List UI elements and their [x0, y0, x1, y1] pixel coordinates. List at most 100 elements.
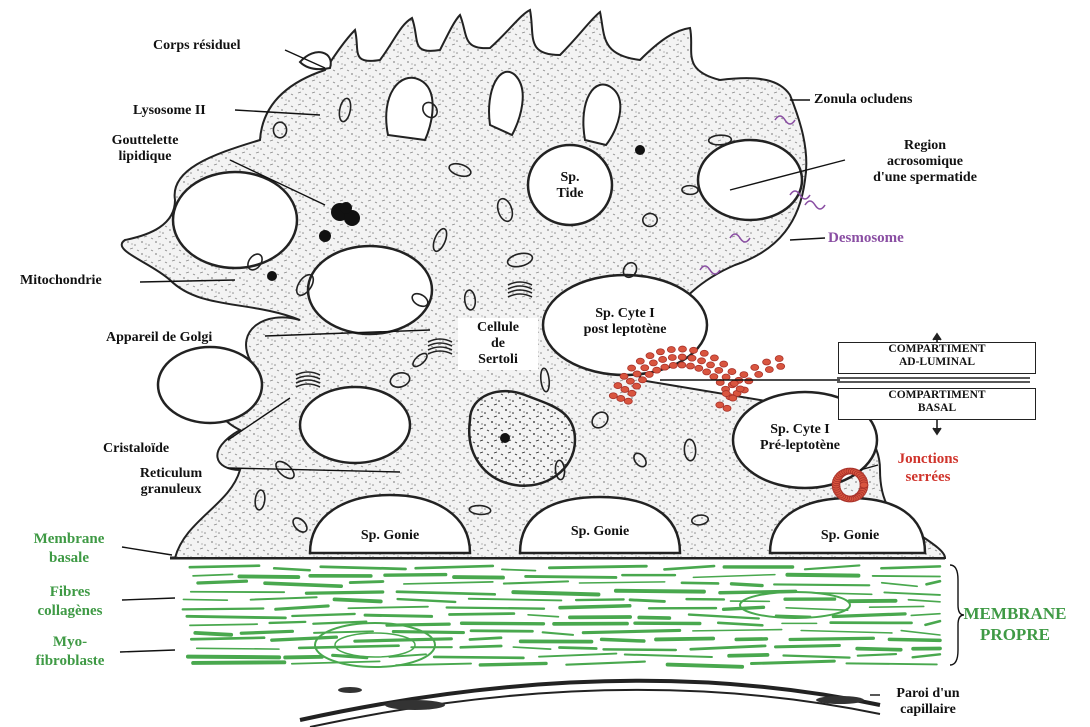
collagen-fibre [502, 569, 536, 570]
label-fibres-line1: Fibres [20, 583, 120, 602]
collagen-fibre [350, 581, 383, 582]
collagen-fibre [183, 599, 227, 600]
tight-junction-bead [729, 395, 737, 401]
label-mitochondrie: Mitochondrie [20, 273, 102, 289]
tight-junction-bead [710, 355, 718, 361]
tight-junction-bead [659, 356, 667, 362]
vacuole-4 [300, 387, 410, 463]
collagen-fibre [462, 623, 544, 624]
collagen-fibre [393, 632, 463, 633]
collagen-fibre [736, 639, 766, 640]
tight-junction-bead [695, 365, 703, 371]
collagen-fibre [682, 583, 718, 584]
collagen-fibre [241, 631, 292, 633]
label-jonctions-line1: Jonctions [878, 450, 978, 468]
tight-junction-bead [628, 365, 636, 371]
collagen-fibre [190, 624, 257, 625]
tight-junction-bead [755, 371, 763, 377]
label-paroi-line1: Paroi d'un [878, 686, 978, 702]
collagen-fibre [549, 566, 646, 568]
label-sp-cyte-post: Sp. Cyte I post leptotène [555, 306, 695, 338]
label-membrane-basale: Membrane basale [14, 530, 124, 568]
label-reticulum: Reticulum granuleux [115, 466, 227, 498]
collagen-fibre [790, 638, 873, 639]
collagen-fibre [889, 639, 940, 640]
tight-junction-bead [716, 402, 724, 408]
label-sertoli-line1: Cellule [458, 320, 538, 336]
tight-junction-bead [860, 482, 868, 488]
collagen-fibre [198, 581, 247, 583]
collagen-fibre [183, 609, 264, 610]
label-golgi: Appareil de Golgi [106, 330, 212, 346]
label-sertoli-line2: de [458, 336, 538, 352]
tight-junction-bead [667, 347, 675, 353]
tight-junction-bead [720, 361, 728, 367]
tight-junction-bead [641, 365, 649, 371]
tight-junction-bead [700, 350, 708, 356]
collagen-fibre [668, 665, 743, 667]
collagen-fibre [602, 639, 644, 641]
tight-junction-bead [777, 363, 785, 369]
label-fibres-line2: collagènes [20, 602, 120, 621]
label-region-line3: d'une spermatide [840, 170, 1010, 186]
label-jonctions-line2: serrées [878, 468, 978, 486]
tight-junction-bead [728, 369, 736, 375]
tight-junction-bead [678, 346, 686, 352]
tight-junction-bead [617, 395, 625, 401]
collagen-fibre [385, 575, 446, 576]
collagen-fibre [449, 614, 513, 615]
collagen-fibre [365, 615, 432, 616]
label-membrane-propre: MEMBRANE PROPRE [960, 603, 1070, 645]
capillary-wall [300, 681, 880, 727]
collagen-fibre [639, 617, 669, 618]
collagen-fibre [729, 655, 767, 656]
collagen-fibre [526, 576, 616, 577]
tight-junction-bead [722, 374, 730, 380]
tight-junction-bead [751, 364, 759, 370]
label-membrane-basale-line2: basale [14, 549, 124, 568]
tight-junction-bead [723, 405, 731, 411]
tight-junction-bead [668, 354, 676, 360]
tight-junction-bead [624, 398, 632, 404]
collagen-fibre [306, 592, 382, 593]
collagen-fibre [787, 575, 858, 576]
collagen-fibre [870, 606, 924, 607]
label-sp-gonie-2: Sp. Gonie [550, 524, 650, 540]
tight-junction-bead [707, 362, 715, 368]
label-gouttelette-line1: Gouttelette [90, 133, 200, 149]
collagen-fibre [188, 657, 279, 658]
tight-junction-bead [621, 386, 629, 392]
tight-junction-bead [633, 371, 641, 377]
label-sp-cyte-pre-line2: Pré-leptotène [740, 438, 860, 454]
collagen-fibre [187, 616, 285, 618]
tight-junction-bead [633, 383, 641, 389]
label-paroi-line2: capillaire [878, 702, 978, 718]
tight-junction-bead [656, 349, 664, 355]
label-region-line1: Region [840, 138, 1010, 154]
tight-junction-bead [722, 391, 730, 397]
tight-junction-bead [614, 383, 622, 389]
label-myo-line1: Myo- [20, 633, 120, 652]
collagen-fibre [334, 599, 380, 601]
tight-junction-bead [765, 367, 773, 373]
collagen-fibre [560, 606, 630, 608]
label-myofibroblaste: Myo- fibroblaste [20, 633, 120, 671]
collagen-fibre [471, 631, 532, 632]
tight-junction-bead [686, 363, 694, 369]
compartment-adluminal-line1: COMPARTIMENT [839, 343, 1035, 356]
tight-junction-bead [609, 393, 617, 399]
label-sp-tide-line2: Tide [540, 186, 600, 202]
label-region-acrosomique: Region acrosomique d'une spermatide [840, 138, 1010, 186]
collagen-fibre [454, 577, 503, 578]
label-region-line2: acrosomique [840, 154, 1010, 170]
label-zonula: Zonula ocludens [814, 92, 912, 108]
collagen-fibre [630, 600, 664, 602]
collagen-fibre [604, 649, 676, 650]
tight-junction-bead [628, 390, 636, 396]
label-sp-cyte-post-line1: Sp. Cyte I [555, 306, 695, 322]
label-cellule-sertoli: Cellule de Sertoli [458, 318, 538, 370]
tight-junction-bead [636, 358, 644, 364]
label-membrane-propre-line2: PROPRE [960, 624, 1070, 645]
collagen-fibre [447, 608, 544, 609]
tight-junction-bead [653, 367, 661, 373]
